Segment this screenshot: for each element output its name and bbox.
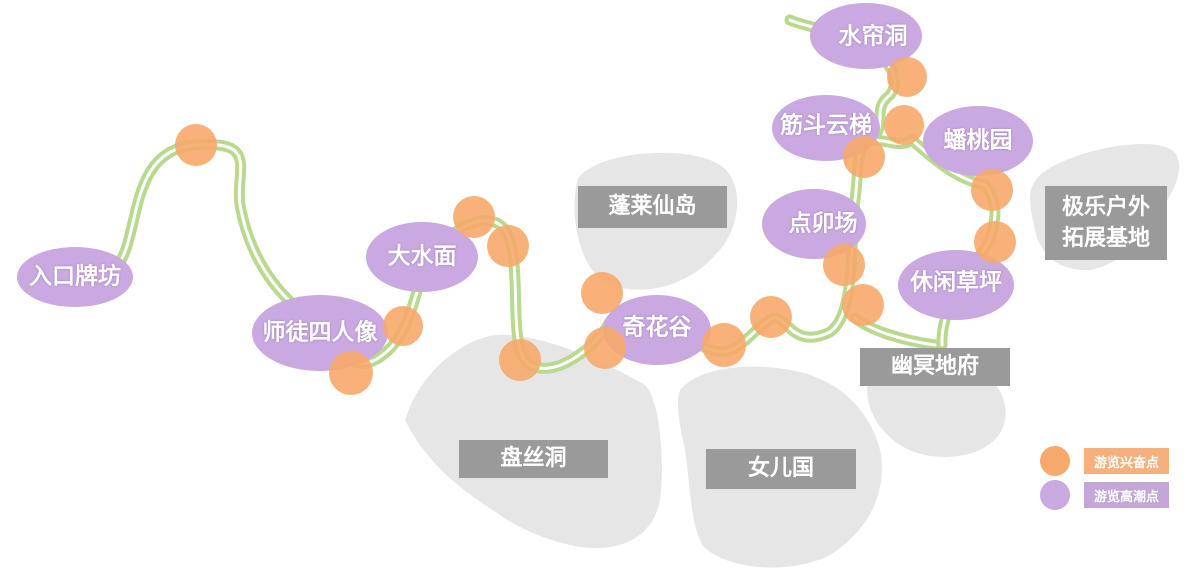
excite-point <box>584 327 626 369</box>
spot-xiuxian <box>898 250 1014 320</box>
spot-label-shuilian: 水帘洞 <box>838 23 908 50</box>
excite-point <box>887 57 927 97</box>
area-label-jile-line2: 拓展基地 <box>1061 225 1150 251</box>
legend-excite: 游览兴奋点 <box>1040 446 1170 476</box>
spot-label-qihua: 奇花谷 <box>622 314 692 341</box>
spot-qihua <box>603 295 711 365</box>
spot-label-xiuxian: 休闲草坪 <box>910 269 1002 296</box>
excite-point <box>842 284 884 326</box>
spot-label-entrance: 入口牌坊 <box>29 263 121 290</box>
spot-dianmao <box>762 189 866 259</box>
excite-point <box>329 351 373 395</box>
excite-point <box>843 136 885 178</box>
excite-point <box>581 272 623 314</box>
spot-label-jindou: 筋斗云梯 <box>780 112 872 139</box>
legend-climax: 游览高潮点 <box>1040 480 1170 510</box>
spot-label-dianmao: 点卯场 <box>788 210 858 237</box>
climax-point-legend-icon <box>1040 480 1070 510</box>
excite-point <box>884 105 924 145</box>
excite-point <box>175 124 217 166</box>
excite-point <box>487 225 529 267</box>
spot-label-master: 师徒四人像 <box>262 319 378 346</box>
excite-point <box>974 221 1016 263</box>
area-label-pansi: 盘丝洞 <box>459 440 608 478</box>
excite-point <box>453 196 495 238</box>
legend-climax-label: 游览高潮点 <box>1084 482 1170 508</box>
spot-shuilian <box>810 3 922 69</box>
spot-water <box>366 222 478 292</box>
excite-point <box>383 306 423 346</box>
excite-point-legend-icon <box>1040 446 1070 476</box>
excite-point <box>750 296 792 338</box>
excite-point <box>971 169 1013 211</box>
area-label-penglai: 蓬莱仙岛 <box>578 186 727 228</box>
spot-label-water: 大水面 <box>387 243 457 270</box>
excite-point <box>823 244 865 286</box>
area-label-jile: 极乐户外 拓展基地 <box>1045 186 1167 260</box>
spot-entrance <box>17 247 133 307</box>
excite-point <box>499 339 541 381</box>
excite-point <box>702 323 746 367</box>
legend-excite-label: 游览兴奋点 <box>1084 448 1170 474</box>
spot-pantao <box>923 106 1033 176</box>
spot-label-pantao: 蟠桃园 <box>943 127 1013 154</box>
area-label-nver: 女儿国 <box>706 449 856 489</box>
area-label-youming: 幽冥地府 <box>860 348 1010 386</box>
area-label-jile-line1: 极乐户外 <box>1061 194 1150 220</box>
